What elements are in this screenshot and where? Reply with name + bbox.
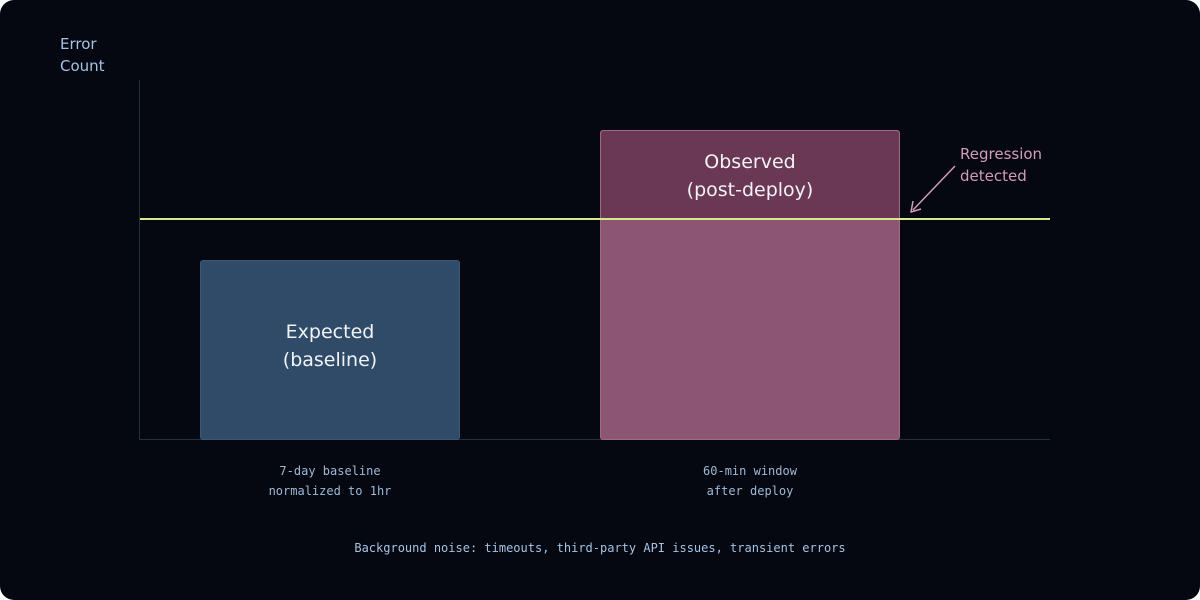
- observed-bar-excess-region: [601, 131, 899, 220]
- expected-bar-caption-line-2: normalized to 1hr: [268, 484, 392, 498]
- expected-bar-label: Expected (baseline): [201, 318, 459, 374]
- expected-bar-label-line-2: (baseline): [282, 349, 378, 371]
- observed-bar-caption-line-2: after deploy: [706, 484, 794, 498]
- observed-bar-caption: 60-min window after deploy: [620, 461, 880, 501]
- observed-bar: Observed (post-deploy): [600, 130, 900, 440]
- y-axis-label: Error Count: [60, 33, 105, 77]
- expected-bar: Expected (baseline): [200, 260, 460, 440]
- expected-bar-caption-line-1: 7-day baseline: [279, 464, 381, 478]
- y-axis-line: [139, 80, 140, 440]
- background-noise-note: Background noise: timeouts, third-party …: [354, 541, 846, 555]
- observed-bar-label: Observed (post-deploy): [601, 148, 899, 204]
- y-axis-label-line-1: Error: [60, 35, 97, 53]
- regression-annotation: Regression detected: [960, 143, 1042, 187]
- expected-bar-label-line-1: Expected: [285, 321, 375, 343]
- y-axis-label-line-2: Count: [60, 57, 105, 75]
- regression-annotation-line-1: Regression: [960, 145, 1043, 163]
- observed-bar-label-line-2: (post-deploy): [686, 179, 814, 201]
- threshold-line: [140, 218, 1050, 220]
- regression-annotation-line-2: detected: [960, 167, 1027, 185]
- x-axis-line: [139, 439, 1050, 440]
- observed-bar-caption-line-1: 60-min window: [703, 464, 797, 478]
- expected-bar-caption: 7-day baseline normalized to 1hr: [200, 461, 460, 501]
- observed-bar-label-line-1: Observed: [704, 151, 796, 173]
